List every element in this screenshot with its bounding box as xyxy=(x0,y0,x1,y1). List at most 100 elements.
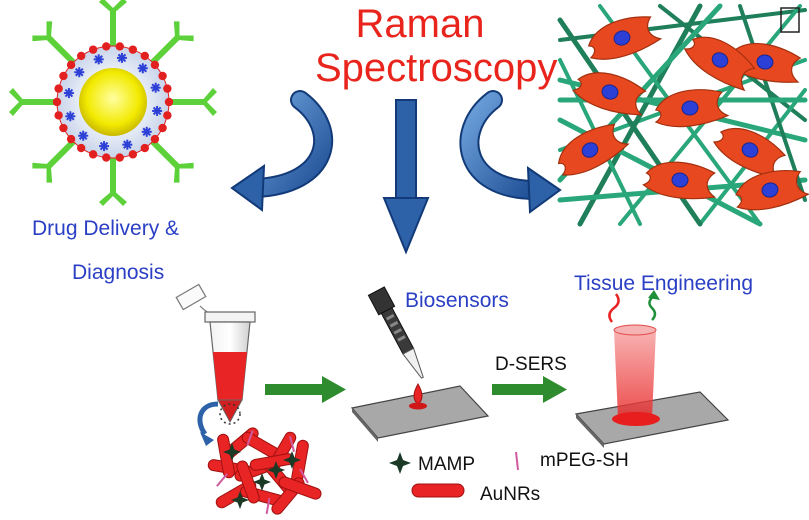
antibody-ligand xyxy=(9,88,61,116)
drug-molecule-icon xyxy=(150,82,161,93)
tissue-cell xyxy=(642,161,717,200)
pipette-slide xyxy=(350,286,490,442)
antibody-ligand xyxy=(147,21,194,68)
tissue-cell xyxy=(654,89,730,128)
legend-mamp-label: MAMP xyxy=(418,454,475,475)
surface-dot xyxy=(76,143,86,153)
mamp-star-icon xyxy=(283,451,301,469)
mpeg-line-icon xyxy=(288,436,296,452)
surface-dot xyxy=(102,42,111,51)
tissue-cell xyxy=(726,43,802,83)
tissue-cell xyxy=(557,123,630,176)
title-line1: Raman xyxy=(355,2,485,46)
tissue-scaffold-illustration xyxy=(557,3,809,227)
surface-dot xyxy=(140,51,150,61)
cell-nucleus xyxy=(711,52,729,68)
surface-dot xyxy=(128,45,138,54)
surface-dot xyxy=(150,134,160,144)
antibody-ligand xyxy=(99,0,127,50)
surface-dot xyxy=(66,60,76,70)
label-dsers: D-SERS xyxy=(495,354,567,375)
surface-dot xyxy=(163,84,172,93)
green-arrow-1 xyxy=(265,376,346,403)
surface-dot xyxy=(52,97,62,107)
aunr-cluster xyxy=(207,427,322,515)
mpeg-line-icon xyxy=(515,451,519,471)
label-drug-delivery: Drug Delivery & xyxy=(32,217,180,240)
antibody-ligand xyxy=(99,154,127,206)
mpeg-line-icon xyxy=(299,468,309,484)
green-arrow-2 xyxy=(492,376,567,403)
tissue-cells xyxy=(557,16,809,211)
cell-nucleus xyxy=(681,100,699,116)
antibody-ligand xyxy=(147,136,194,183)
label-biosensors: Biosensors xyxy=(405,289,509,312)
surface-dot xyxy=(164,97,174,107)
legend-mpeg-label: mPEG-SH xyxy=(540,450,629,471)
drug-molecule-icon xyxy=(141,126,152,137)
label-diagnosis: Diagnosis xyxy=(72,261,165,284)
cell-nucleus xyxy=(756,54,774,70)
cell-nucleus xyxy=(613,30,631,46)
antibody-ligand xyxy=(165,88,217,116)
antibody-ligand xyxy=(32,136,79,183)
surface-dot xyxy=(54,84,63,93)
drug-molecule-icon xyxy=(74,67,85,78)
surface-dot xyxy=(88,150,98,159)
drug-molecule-icon xyxy=(93,54,104,65)
aunr-rod xyxy=(236,460,260,504)
drug-molecule-icon xyxy=(65,111,76,122)
scaffold-fiber xyxy=(738,4,807,202)
surface-dot xyxy=(76,51,86,61)
surface-dot xyxy=(128,150,138,159)
mamp-star-icon xyxy=(223,443,241,461)
surface-dot xyxy=(115,42,124,51)
blue-drug-molecules xyxy=(63,52,163,152)
surface-dot xyxy=(66,134,76,144)
cell-nucleus xyxy=(741,142,759,158)
antibody-ligands xyxy=(9,0,217,206)
red-surface-dots xyxy=(52,42,174,162)
surface-dot xyxy=(150,60,160,70)
eppendorf-tube xyxy=(175,283,256,425)
surface-dot xyxy=(54,111,63,120)
drug-molecule-icon xyxy=(116,52,127,63)
drug-molecule-icon xyxy=(152,105,163,116)
surface-dot xyxy=(88,45,98,54)
mpeg-line-icon xyxy=(265,497,271,515)
mamp-star-icon xyxy=(389,452,411,474)
aunr-rod xyxy=(278,476,322,500)
drug-molecule-icon xyxy=(99,141,110,152)
drug-molecule-icon xyxy=(63,88,74,99)
legend-aunrs-label: AuNRs xyxy=(480,484,541,505)
mamp-star-icon xyxy=(253,473,271,491)
mamp-star-icon xyxy=(267,461,285,479)
surface-dot xyxy=(158,71,167,81)
nanoparticle-core xyxy=(79,68,147,136)
legend-icons xyxy=(389,451,519,498)
tissue-cell xyxy=(572,72,647,116)
cell-nucleus xyxy=(581,142,599,158)
drug-molecule-icon xyxy=(137,63,148,74)
title-line2: Spectroscopy xyxy=(315,46,558,90)
surface-dot xyxy=(115,153,124,162)
cell-nucleus xyxy=(761,182,779,198)
tissue-cell xyxy=(683,36,756,92)
drug-molecule-icon xyxy=(122,139,133,150)
surface-dot xyxy=(59,123,68,133)
blue-arrow-down xyxy=(382,99,430,255)
nanoparticle-illustration xyxy=(9,0,217,206)
mpeg-line-icon xyxy=(216,473,228,487)
blue-arrow-left xyxy=(230,90,334,212)
tissue-cell xyxy=(735,170,809,211)
drug-molecule-icon xyxy=(78,130,89,141)
label-tissue-engineering: Tissue Engineering xyxy=(574,272,753,295)
tissue-cell xyxy=(587,16,663,60)
surface-dot xyxy=(163,111,172,120)
cell-nucleus xyxy=(671,172,689,188)
surface-dot xyxy=(158,123,167,133)
cell-nucleus xyxy=(601,84,619,100)
aunr-rod-icon xyxy=(411,483,465,498)
mpeg-line-icon xyxy=(246,430,254,446)
blue-arrow-right xyxy=(459,90,562,214)
